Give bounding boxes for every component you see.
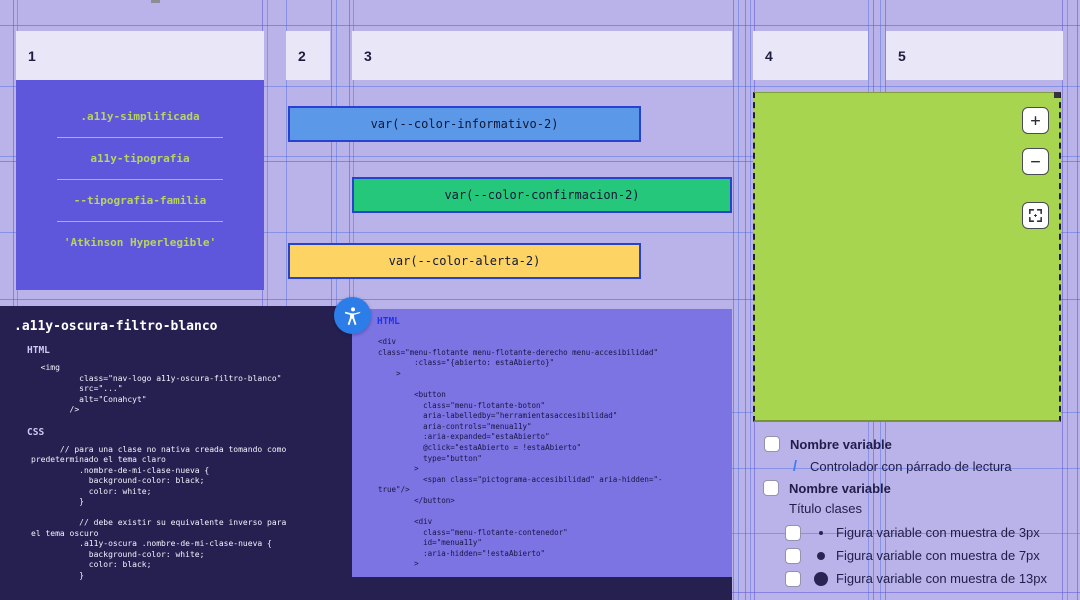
zoom-out-button[interactable]: − — [1022, 148, 1049, 175]
grid-line — [1077, 0, 1078, 600]
divider — [57, 179, 223, 180]
accessibility-icon — [342, 305, 364, 327]
color-swatch-label: var(--color-informativo-2) — [370, 117, 559, 131]
css-code-label: CSS — [27, 426, 45, 438]
dot-sample-7px — [811, 551, 831, 560]
grid-line — [738, 0, 739, 600]
section-number: 2 — [298, 47, 306, 64]
legend-label: Título clases — [789, 501, 862, 516]
checkbox[interactable] — [763, 480, 779, 496]
section-header-4: 4 — [753, 31, 868, 80]
grid-line — [733, 0, 734, 600]
divider — [57, 137, 223, 138]
color-swatch-confirmacion: var(--color-confirmacion-2) — [352, 177, 732, 213]
legend-row: Nombre variable — [753, 434, 1075, 454]
grid-line — [750, 0, 751, 600]
legend-row: Título clases — [753, 500, 1075, 517]
html-code-label: HTML — [27, 345, 50, 356]
zoom-controls: + − — [1022, 107, 1049, 229]
legend-label: Nombre variable — [789, 480, 891, 496]
legend-label: Controlador con párrado de lectura — [810, 458, 1012, 474]
stray-mark — [151, 0, 160, 3]
html-code-label: HTML — [377, 316, 400, 327]
section-number: 4 — [765, 47, 773, 64]
legend-label: Figura variable con muestra de 3px — [836, 525, 1040, 540]
section-header-3: 3 — [352, 31, 732, 80]
legend-label: Nombre variable — [790, 436, 892, 452]
color-swatch-alerta: var(--color-alerta-2) — [288, 243, 641, 279]
section-number: 1 — [28, 47, 36, 64]
grid-line — [745, 0, 746, 600]
section-header-1: 1 — [16, 31, 264, 80]
accessibility-button[interactable] — [334, 297, 371, 334]
legend-row: / Controlador con párrado de lectura — [753, 457, 1075, 475]
checkbox[interactable] — [785, 547, 801, 564]
legend-row: Nombre variable — [753, 478, 1075, 498]
dark-panel-footer-strip — [352, 577, 732, 600]
annotation-legend: Nombre variable / Controlador con párrad… — [753, 430, 1075, 588]
checkbox[interactable] — [764, 436, 780, 452]
css-code-snippet: // para una clase no nativa creada toman… — [31, 444, 287, 580]
code-panel-title: .a11y-oscura-filtro-blanco — [14, 319, 218, 334]
token-class-name: .a11y-simplificada — [80, 110, 200, 123]
legend-row: Figura variable con muestra de 7px — [753, 546, 1075, 565]
menu-flotante-code-snippet: <div class="menu-flotante menu-flotante-… — [378, 337, 663, 569]
color-swatch-label: var(--color-confirmacion-2) — [444, 188, 640, 202]
section-header-5: 5 — [886, 31, 1063, 80]
legend-label: Figura variable con muestra de 7px — [836, 548, 1040, 563]
dot-sample-13px — [811, 571, 831, 586]
legend-label: Figura variable con muestra de 13px — [836, 571, 1048, 586]
section-number: 3 — [364, 47, 372, 64]
checkbox[interactable] — [785, 570, 801, 587]
color-swatch-label: var(--color-alerta-2) — [388, 254, 541, 268]
fullscreen-button[interactable] — [1022, 202, 1049, 229]
divider — [57, 221, 223, 222]
section-header-2: 2 — [286, 31, 330, 80]
plus-icon: + — [1030, 110, 1041, 131]
slash-icon: / — [792, 457, 798, 475]
minus-icon: − — [1030, 151, 1041, 172]
dark-code-panel: .a11y-oscura-filtro-blanco HTML <img cla… — [0, 306, 352, 600]
legend-row: Figura variable con muestra de 3px — [753, 523, 1075, 542]
grid-line — [0, 25, 1080, 26]
token-class-name: a11y-tipografia — [90, 152, 190, 165]
preview-canvas: + − — [753, 92, 1061, 422]
purple-code-panel: HTML <div class="menu-flotante menu-flot… — [352, 309, 732, 577]
legend-row: Figura variable con muestra de 13px — [753, 569, 1075, 588]
token-variable-name: --tipografia-familia — [73, 194, 207, 207]
color-swatch-informativo: var(--color-informativo-2) — [288, 106, 641, 142]
dot-sample-3px — [811, 530, 831, 535]
html-code-snippet: <img class="nav-logo a11y-oscura-filtro-… — [40, 363, 282, 414]
typography-token-card: .a11y-simplificada a11y-tipografia --tip… — [16, 80, 264, 290]
zoom-in-button[interactable]: + — [1022, 107, 1049, 134]
corner-mark — [1054, 92, 1060, 98]
fullscreen-icon — [1027, 207, 1044, 224]
section-number: 5 — [898, 47, 906, 64]
checkbox[interactable] — [785, 524, 801, 541]
token-font-name: 'Atkinson Hyperlegible' — [63, 236, 217, 249]
